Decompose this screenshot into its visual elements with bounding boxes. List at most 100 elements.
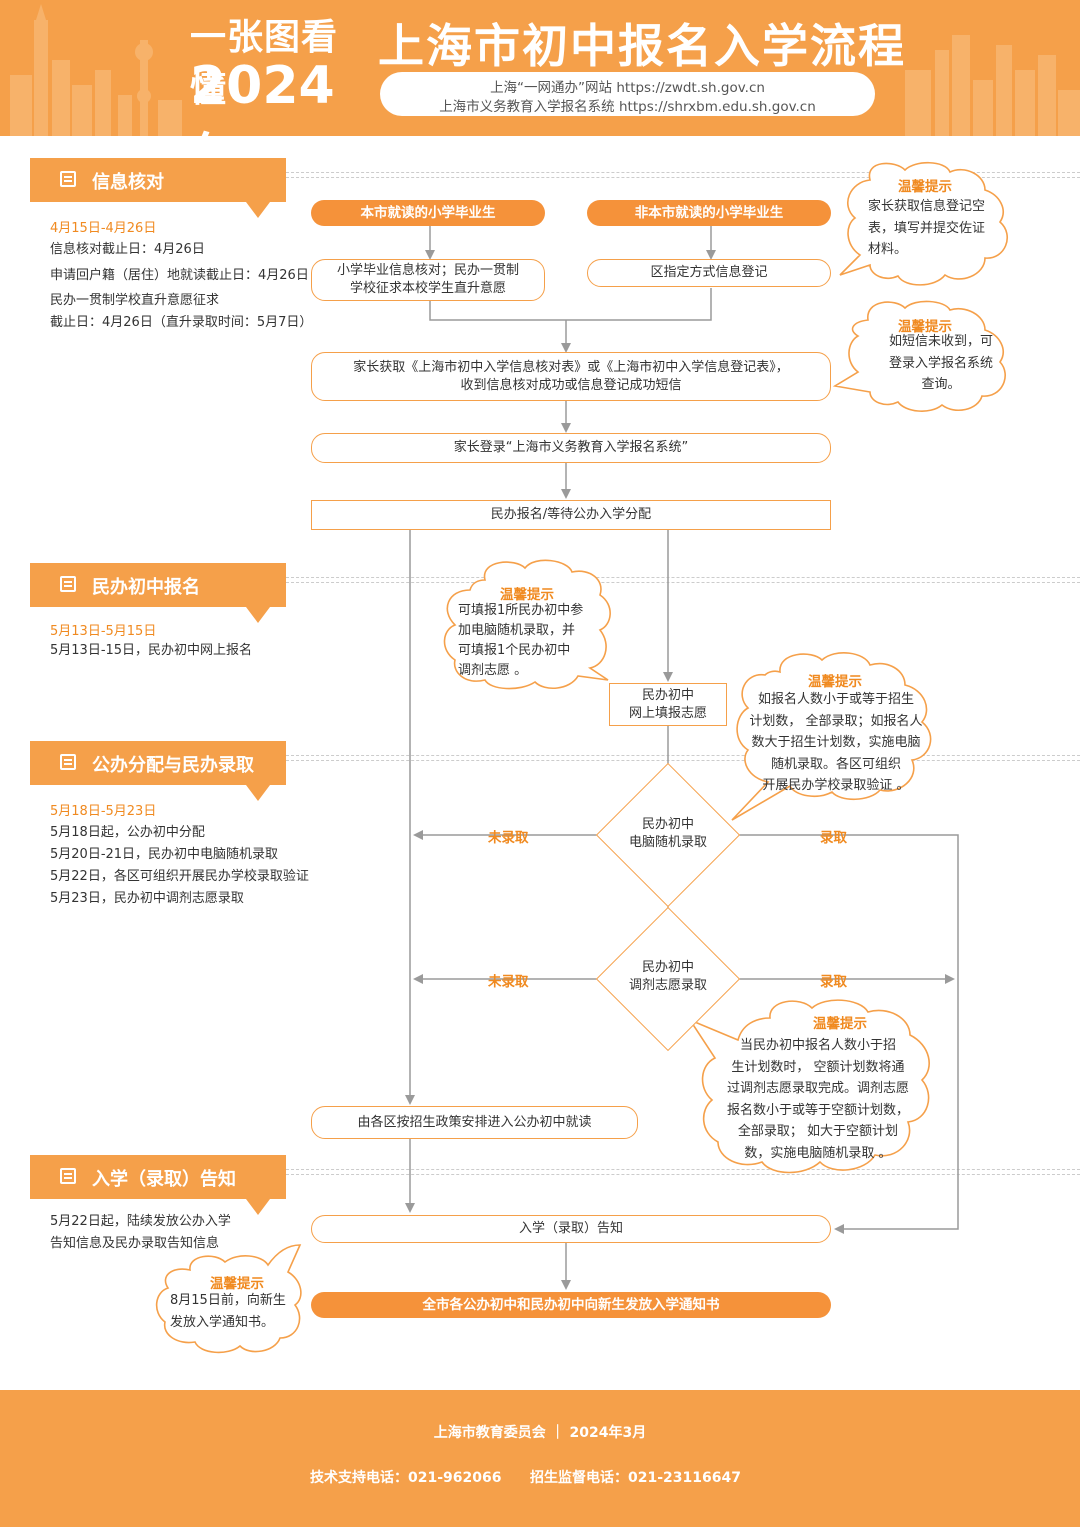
admission-notice-box: 入学（录取）告知 [311, 1215, 831, 1243]
public-assign-box: 由各区按招生政策安排进入公办初中就读 [311, 1106, 638, 1139]
allocation-dates: 5月18日-5月23日 [50, 804, 157, 819]
tip-1: 家长获取信息登记空 表，填写并提交佐证 材料。 [868, 196, 1008, 261]
tip-line: 8月15日前，向新生 [170, 1293, 286, 1308]
tip-line: 如短信未收到，可 [888, 334, 993, 349]
box-line: 民办初中 [641, 687, 694, 703]
section-divider [286, 1169, 1080, 1175]
footer-tech-phone: 技术支持电话：021-962066 [310, 1470, 502, 1486]
local-grad-pill: 本市就读的小学毕业生 [311, 200, 545, 226]
edit-icon [60, 171, 76, 187]
tip-line: 报名数小于或等于空额计划数， [726, 1102, 909, 1118]
section-label: 入学（录取）告知 [92, 1169, 236, 1190]
nonlocal-grad-pill: 非本市就读的小学毕业生 [587, 200, 831, 226]
cloud-tip-5 [687, 999, 930, 1174]
apply-or-wait-box: 民办报名/等待公办入学分配 [311, 500, 831, 530]
info-check-dates: 4月15日-4月26日 [50, 221, 157, 236]
tip-3: 可填报1所民办初中参 加电脑随机录取，并 可填报1个民办初中 调剂志愿 。 [458, 601, 608, 681]
info-check-line: 申请回户籍（居住）地就读截止日：4月26日 [50, 268, 309, 283]
tip-line: 可填报1个民办初中 [458, 643, 571, 658]
final-notice-pill: 全市各公办初中和民办初中向新生发放入学通知书 [311, 1292, 831, 1318]
adjust-decision-text: 民办初中 调剂志愿录取 [608, 959, 728, 995]
page-title: 上海市初中报名入学流程 [378, 19, 906, 73]
admitted-label: 录取 [820, 830, 847, 846]
url-enroll-system[interactable]: 上海市义务教育入学报名系统 https://shrxbm.edu.sh.gov.… [439, 99, 816, 115]
header-year: 2024年 [190, 56, 335, 136]
random-decision-text: 民办初中 电脑随机录取 [608, 816, 728, 852]
tip-line: 加电脑随机录取，并 [458, 623, 576, 638]
box-line: 家长登录“上海市义务教育入学报名系统” [453, 440, 689, 455]
tip-line: 全部录取； 如大于空额计划 [737, 1124, 899, 1139]
tip-line: 过调剂志愿录取完成。调剂志愿 [726, 1081, 909, 1096]
info-check-line: 信息核对截止日：4月26日 [50, 242, 205, 257]
tip-line: 表，填写并提交佐证 [868, 220, 986, 236]
section-tab-private-apply: 民办初中报名 [30, 563, 286, 623]
cloud-tip-6 [155, 1244, 302, 1354]
private-apply-dates: 5月13日-5月15日 [50, 624, 157, 639]
footer: 上海市教育委员会 ｜ 2024年3月 技术支持电话：021-962066 招生监… [0, 1390, 1080, 1527]
box-line: 入学（录取）告知 [518, 1221, 623, 1236]
section-tab-notice: 入学（录取）告知 [30, 1155, 286, 1215]
tip-line: 调剂志愿 。 [458, 663, 528, 678]
box-line: 由各区按招生政策安排进入公办初中就读 [357, 1114, 592, 1130]
diamond-line: 调剂志愿录取 [628, 978, 707, 993]
tip-line: 开展民办学校录取验证 。 [762, 778, 910, 793]
not-admitted-label: 未录取 [488, 974, 529, 990]
tip-line: 数，实施电脑随机录取 。 [744, 1145, 892, 1161]
section-divider [286, 577, 1080, 583]
section-tab-info-check: 信息核对 [30, 158, 286, 218]
box-line: 区指定方式信息登记 [650, 265, 768, 280]
tip-line: 查询。 [921, 377, 961, 392]
section-label: 民办初中报名 [92, 577, 200, 598]
cloud-tip-4 [731, 652, 932, 821]
private-apply-line: 5月13日-15日，民办初中网上报名 [50, 643, 253, 658]
tip-2: 如短信未收到，可 登录入学报名系统 查询。 [876, 331, 1006, 396]
box-line: 小学毕业信息核对；民办一贯制 [336, 263, 519, 278]
tip-line: 如报名人数小于或等于招生 [757, 692, 914, 707]
header-banner: 一张图看懂 2024年 上海市初中报名入学流程 上海“一网通办”网站 https… [0, 0, 1080, 136]
tip-6: 8月15日前，向新生 发放入学通知书。 [170, 1290, 305, 1333]
edit-icon [60, 754, 76, 770]
tip-title: 温馨提示 [808, 674, 862, 690]
notice-line: 告知信息及民办录取告知信息 [50, 1236, 220, 1251]
diamond-line: 民办初中 [641, 817, 694, 832]
nonlocal-register-box: 区指定方式信息登记 [587, 259, 831, 287]
online-apply-box: 民办初中 网上填报志愿 [609, 683, 727, 726]
notice-line: 5月22日起，陆续发放公办入学 [50, 1214, 231, 1229]
footer-org-date: 上海市教育委员会 ｜ 2024年3月 [433, 1425, 647, 1441]
url-pill: 上海“一网通办”网站 https://zwdt.sh.gov.cn 上海市义务教… [380, 72, 875, 116]
local-check-box: 小学毕业信息核对；民办一贯制 学校征求本校学生直升意愿 [311, 259, 545, 301]
header-subtitle: 一张图看懂 [190, 17, 339, 110]
admitted-label: 录取 [820, 974, 847, 990]
tip-5: 当民办初中报名人数小于招 生计划数时， 空额计划数将通 过调剂志愿录取完成。调剂… [712, 1035, 924, 1164]
tip-line: 材料。 [868, 242, 908, 257]
cloud-tip-3 [443, 559, 611, 690]
footer-supervise-phone: 招生监督电话：021-23116647 [530, 1470, 741, 1486]
tip-line: 可填报1所民办初中参 [458, 603, 584, 618]
url-one-net[interactable]: 上海“一网通办”网站 https://zwdt.sh.gov.cn [490, 80, 765, 96]
tip-line: 计划数， 全部录取；如报名人 [749, 713, 923, 729]
box-line: 学校征求本校学生直升意愿 [349, 281, 506, 296]
box-line: 收到信息核对成功或信息登记成功短信 [460, 377, 682, 393]
tip-title: 温馨提示 [898, 319, 952, 335]
parent-get-box: 家长获取《上海市初中入学信息核对表》或《上海市初中入学信息登记表》， 收到信息核… [311, 352, 831, 401]
section-tab-allocation: 公办分配与民办录取 [30, 741, 286, 801]
allocation-line: 5月20日-21日，民办初中电脑随机录取 [50, 847, 279, 862]
tip-line: 当民办初中报名人数小于招 [739, 1038, 896, 1053]
allocation-line: 5月18日起，公办初中分配 [50, 825, 205, 840]
arrow-admitted-1 [738, 834, 959, 1234]
box-line: 民办报名/等待公办入学分配 [490, 507, 652, 522]
diamond-line: 民办初中 [641, 960, 694, 975]
tip-line: 生计划数时， 空额计划数将通 [731, 1059, 905, 1075]
tip-line: 登录入学报名系统 [888, 355, 993, 371]
cloud-tip-2 [832, 300, 1006, 412]
parent-login-box: 家长登录“上海市义务教育入学报名系统” [311, 433, 831, 463]
box-line: 家长获取《上海市初中入学信息核对表》或《上海市初中入学信息登记表》， [353, 359, 789, 375]
info-check-line: 截止日：4月26日（直升录取时间：5月7日） [50, 315, 313, 330]
edit-icon [60, 576, 76, 592]
info-check-line: 民办一贯制学校直升意愿征求 [50, 293, 220, 308]
section-divider [286, 172, 1080, 178]
tip-line: 数大于招生计划数，实施电脑 [751, 735, 921, 750]
tip-title: 温馨提示 [210, 1276, 264, 1292]
skyline-decoration [10, 4, 1080, 136]
merge-connector [429, 288, 712, 321]
